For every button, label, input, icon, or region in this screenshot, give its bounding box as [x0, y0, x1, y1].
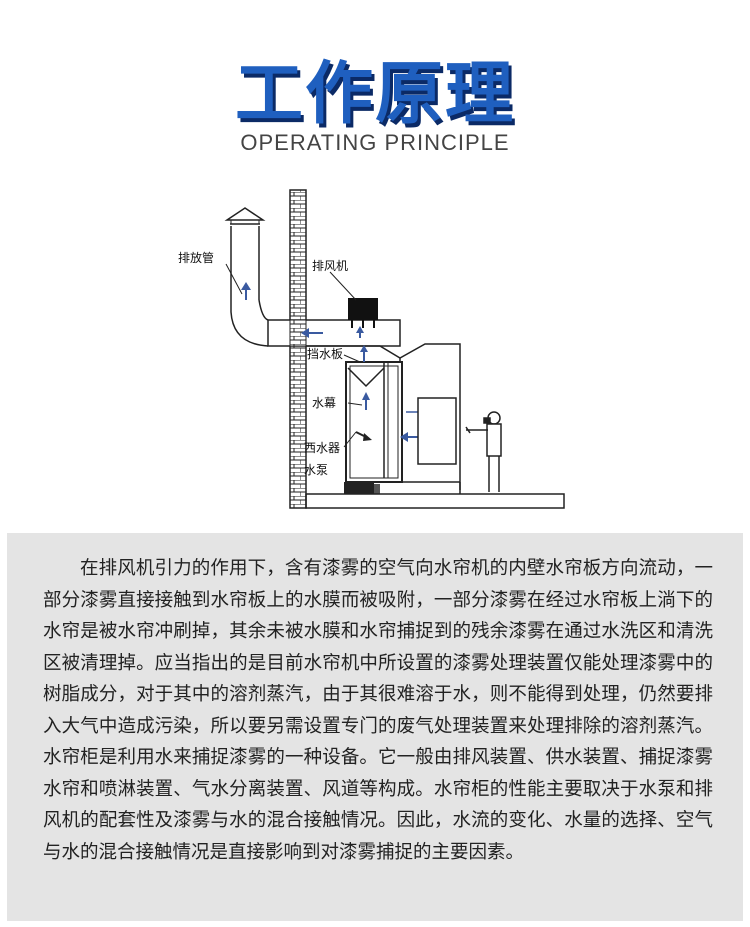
water-pump: [344, 482, 380, 494]
chimney-cap: [224, 207, 266, 225]
page-subtitle: OPERATING PRINCIPLE: [240, 130, 510, 155]
label-exhaust-pipe: 排放管: [178, 250, 214, 265]
separator-arrow: [355, 431, 372, 441]
label-water-pump: 水泵: [304, 463, 328, 477]
duct-airflow-arrow: [301, 328, 323, 338]
exhaust-pipe-arrow: [241, 282, 251, 300]
page-title: 工作原理: [234, 55, 515, 134]
label-separator: 西水器: [304, 441, 340, 455]
workpiece-panel: [417, 397, 457, 465]
floor-base: [305, 481, 565, 509]
brick-wall: [289, 189, 307, 509]
spray-booth-diagram: 排放管 排风机 挡水板 水幕 西水器 水泵: [178, 189, 565, 509]
label-water-baffle: 挡水板: [307, 347, 343, 361]
label-leaders: [225, 263, 363, 448]
exhaust-fan: [348, 298, 378, 338]
water-baffle-arrows: [360, 345, 368, 362]
label-water-curtain: 水幕: [312, 396, 336, 410]
exhaust-pipe: [230, 226, 269, 347]
water-curtain-arrow: [362, 392, 370, 410]
description-panel: 在排风机引力的作用下，含有漆雾的空气向水帘机的内壁水帘板方向流动，一部分漆雾直接…: [7, 533, 743, 921]
horizontal-duct: [267, 319, 401, 347]
description-text: 在排风机引力的作用下，含有漆雾的空气向水帘机的内壁水帘板方向流动，一部分漆雾直接…: [43, 558, 713, 863]
label-exhaust-fan: 排风机: [312, 259, 348, 273]
water-curtain-cabinet: [345, 361, 403, 483]
operator-figure: [465, 411, 502, 492]
